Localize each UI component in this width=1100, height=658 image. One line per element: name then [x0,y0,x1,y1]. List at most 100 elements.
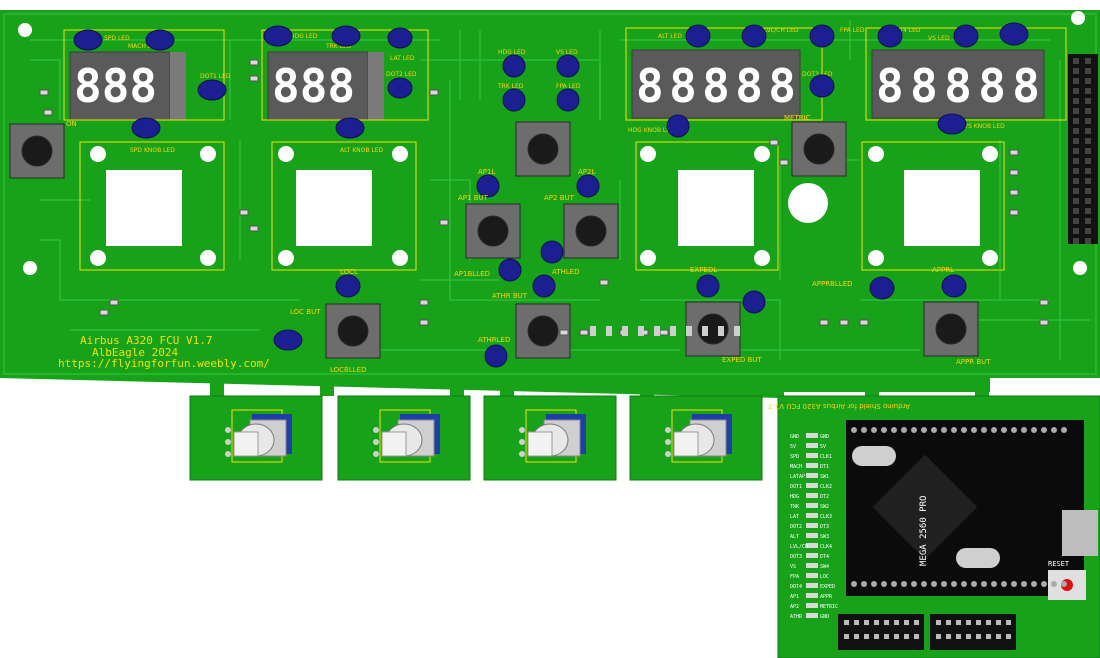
shield-pin [806,473,812,478]
smd-part [686,326,692,336]
shield-pin [806,613,812,618]
header-pin [1085,108,1091,114]
header-pin [1085,58,1091,64]
mega-pin [1061,427,1067,433]
header-pin [1085,218,1091,224]
led-apprbl [869,276,895,300]
mega-pin [921,581,927,587]
mega-pin [991,581,997,587]
button-center-top[interactable] [515,121,571,177]
led-fpa [809,24,835,48]
mega-pin [1051,581,1057,587]
led-apprl [941,274,967,298]
alt-knob-led-label: ALT KNOB LED [340,147,383,154]
led-center-trk [502,88,526,112]
button-ap1[interactable] [465,203,521,259]
led-hdg-knob [666,114,690,138]
led-alt [685,24,711,48]
header-pin [1085,88,1091,94]
smd-components [39,59,1049,336]
mega-pin [911,427,917,433]
ap1-led-label: AP1L [478,168,495,176]
shield-pin-label: LATAP [790,474,805,480]
button-exped[interactable] [685,301,741,357]
shield-pin-label: 5V [790,444,796,450]
shield-pin [812,493,818,498]
shield-header-pin [996,620,1001,625]
shield-pin-label: DT4 [820,554,829,560]
smd-part [239,209,249,216]
shield-pin-label: AP2 [790,604,799,610]
board-url: https://flyingforfun.weebly.com/ [58,357,270,370]
shield-pin [806,523,812,528]
led-ap1bl [498,258,522,282]
shield-pin-labels: GND5VSPDMACHLATAPDOT1HDGTRKLATDOT2ALTLVL… [790,427,1067,639]
vs-led-label: VS LED [928,35,950,42]
led-ap1 [476,174,500,198]
athr-led-label: ATHRLED [478,336,510,344]
shield-pin [806,583,812,588]
ap2-button-label: AP2 BUT [544,194,575,202]
board-author: AlbEagle 2024 [92,346,178,359]
shield-pin [806,533,812,538]
right-pin-header [1068,54,1098,244]
shield-pin [812,563,818,568]
encoder-module[interactable] [483,395,617,481]
header-pin [1085,78,1091,84]
button-metric[interactable] [791,121,847,177]
smd-part [249,59,259,66]
led-dot3 [809,74,835,98]
mach-led-label: MACH LED [128,43,160,50]
mega-pin [971,427,977,433]
mega-pin [871,581,877,587]
button-loc[interactable] [325,303,381,359]
button-appr[interactable] [923,301,979,357]
header-pin [1085,228,1091,234]
shield-pin [806,563,812,568]
led-spd-knob [131,117,161,139]
button-left[interactable] [9,123,65,179]
shield-pin-label: MACH [790,464,802,470]
smd-part [839,319,849,326]
display-hdg-digits: 888 [272,59,355,113]
encoder-module[interactable] [337,395,471,481]
mounting-holes [18,11,1087,275]
button-ap2[interactable] [563,203,619,259]
led-athbl [532,274,556,298]
shield-pin-label: METRIC [820,604,838,610]
header-pins [1073,58,1091,244]
smd-part [622,326,628,336]
shield-pin [806,453,812,458]
shield-pin-label: AP1 [790,594,799,600]
shield-pin [812,573,818,578]
led-vs [877,24,903,48]
header-pin [1073,78,1079,84]
mega-pin [1021,427,1027,433]
shield-pin [812,593,818,598]
shield-pin-label: DOT1 [790,484,802,490]
shield-pin-label: TRK [790,504,799,510]
ap1-button-label: AP1 BUT [458,194,489,202]
mega-pin [1011,427,1017,433]
smd-part [779,159,789,166]
header-pin [1073,128,1079,134]
encoder-module[interactable] [189,395,323,481]
smd-part [99,309,109,316]
shield-pin [812,463,818,468]
mega-pin [1021,581,1027,587]
led-center-vs [556,54,580,78]
header-pin [1073,98,1079,104]
led-lvlch [741,24,767,48]
shield-header-pin [914,620,919,625]
display-alt: 88888 [631,49,801,119]
mega-pin [981,581,987,587]
encoder-module[interactable] [629,395,763,481]
led-expedbl [742,290,766,314]
shield-pin-label: DT2 [820,494,829,500]
shield-header-pin [966,634,971,639]
led-center-hdg [502,54,526,78]
led-ap2 [576,174,600,198]
loc-button-label: LOC BUT [290,308,321,316]
header-pin [1073,238,1079,244]
smd-part [1039,299,1049,306]
